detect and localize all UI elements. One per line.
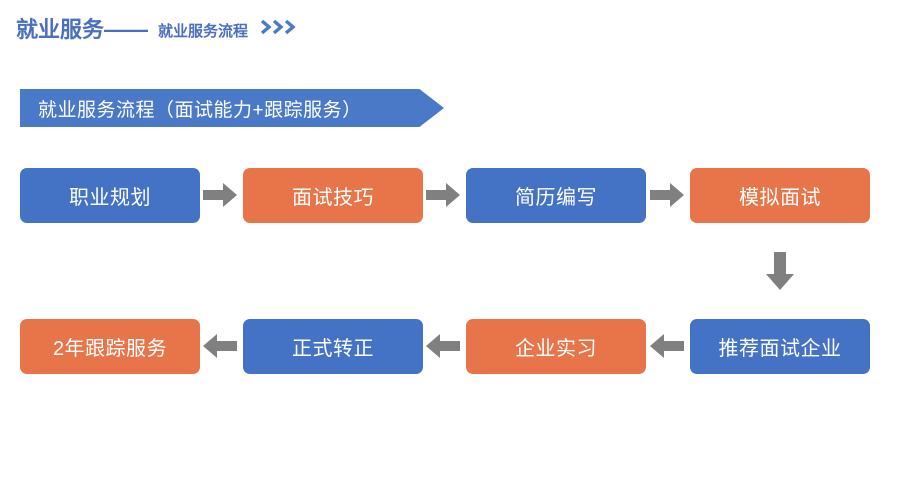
arrow-right-icon [650,181,684,209]
arrow-left-icon [650,332,684,360]
flow-step-recommend-interview-company[interactable]: 推荐面试企业 [690,319,870,374]
arrow-right-icon [426,181,460,209]
arrow-left-icon [426,332,460,360]
flow-step-enterprise-internship[interactable]: 企业实习 [466,319,646,374]
flow-step-label: 推荐面试企业 [718,338,842,360]
flow-step-label: 简历编写 [515,187,597,209]
flow-step-interview-skills[interactable]: 面试技巧 [243,168,423,223]
arrow-left-icon [203,332,237,360]
banner-label: 就业服务流程（面试能力+跟踪服务） [38,99,362,121]
arrow-right-icon [203,181,237,209]
arrow-down-icon [762,252,798,290]
flow-step-career-planning[interactable]: 职业规划 [20,168,200,223]
flow-step-label: 正式转正 [292,338,374,360]
flow-step-label: 面试技巧 [292,187,374,209]
flow-step-mock-interview[interactable]: 模拟面试 [690,168,870,223]
flow-step-two-year-tracking-service[interactable]: 2年跟踪服务 [20,319,200,374]
flow-step-formal-employment[interactable]: 正式转正 [243,319,423,374]
banner-arrow-shape [20,89,444,127]
section-banner: 就业服务流程（面试能力+跟踪服务） [20,89,444,127]
flow-step-label: 企业实习 [515,338,597,360]
flow-step-resume-writing[interactable]: 简历编写 [466,168,646,223]
flow-step-label: 2年跟踪服务 [52,338,168,360]
page-subtitle: 就业服务流程 [158,23,249,40]
page-header: 就业服务—— 就业服务流程 [16,12,302,44]
flow-step-label: 职业规划 [69,187,151,209]
flow-step-label: 模拟面试 [739,187,821,209]
triple-chevron-right-icon [260,18,302,36]
page-title: 就业服务—— [16,17,149,42]
